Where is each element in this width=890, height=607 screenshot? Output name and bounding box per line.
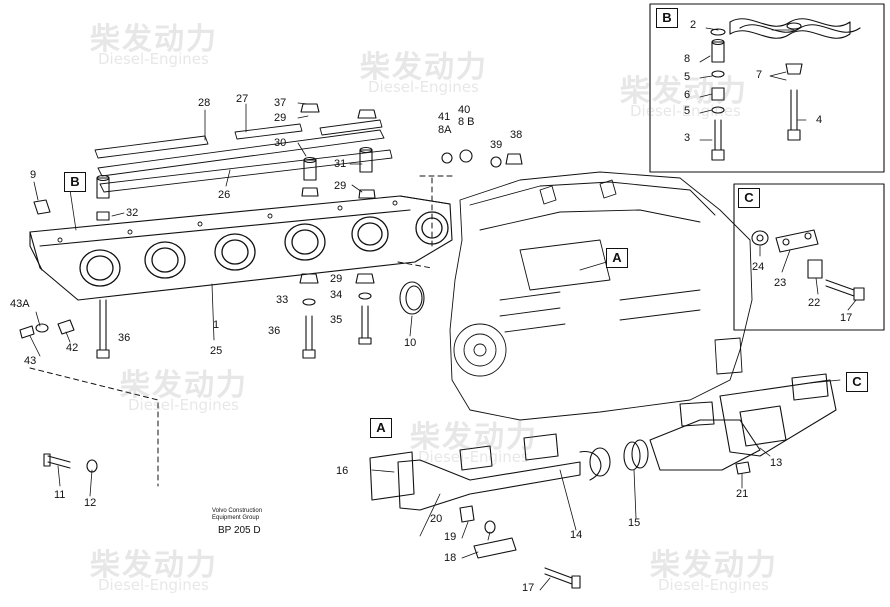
callout-31: 31 xyxy=(334,158,347,170)
callout-35: 35 xyxy=(330,314,343,326)
callout-19: 19 xyxy=(444,531,457,543)
callout-23: 23 xyxy=(774,277,787,289)
callout-42: 42 xyxy=(66,342,79,354)
callout-38: 38 xyxy=(510,129,523,141)
ref-box-c-pipe: C xyxy=(846,372,868,392)
inset-c-frame xyxy=(733,183,885,331)
callout-21: 21 xyxy=(736,488,749,500)
callout-7: 7 xyxy=(756,69,763,81)
callout-29: 29 xyxy=(274,112,287,124)
callout-12: 12 xyxy=(84,497,97,509)
ref-box-b-main: B xyxy=(64,172,86,192)
callout-22: 22 xyxy=(808,297,821,309)
callout-13: 13 xyxy=(770,457,783,469)
caption-line-2: Equipment Group xyxy=(212,514,260,521)
callout-6: 6 xyxy=(684,89,691,101)
callout-10: 10 xyxy=(404,337,417,349)
manifold-gaskets xyxy=(94,119,393,193)
callout-40: 40 xyxy=(458,104,471,116)
callout-1: 1 xyxy=(213,319,220,331)
ref-box-a-pipe: A xyxy=(370,418,392,438)
ref-box-b-inset: B xyxy=(656,8,678,28)
callout-28: 28 xyxy=(198,97,211,109)
leader-lines xyxy=(29,27,857,591)
callout-34: 34 xyxy=(330,289,343,301)
callout-15: 15 xyxy=(628,517,641,529)
callout-41: 41 xyxy=(438,111,451,123)
callout-24: 24 xyxy=(752,261,765,273)
callout-3: 3 xyxy=(684,132,691,144)
inset-c-parts xyxy=(751,229,865,301)
callout-11: 11 xyxy=(54,489,66,501)
manifold-bolts-bottom xyxy=(96,273,375,359)
callout-39: 39 xyxy=(490,139,503,151)
seal-ring-10 xyxy=(399,281,425,315)
callout-17: 17 xyxy=(522,582,535,594)
callout-27: 27 xyxy=(236,93,249,105)
small-nuts-upper xyxy=(441,149,523,168)
publisher-caption: Volvo Construction Equipment Group xyxy=(212,508,262,522)
callout-36: 36 xyxy=(268,325,281,337)
callout-18: 18 xyxy=(444,552,457,564)
callout-8b: 8 B xyxy=(458,116,475,128)
callout-8a: 8A xyxy=(438,124,452,136)
callout-16: 16 xyxy=(336,465,349,477)
caption-line-1: Volvo Construction xyxy=(212,508,263,514)
callout-26: 26 xyxy=(218,189,231,201)
callout-43a: 43A xyxy=(10,298,30,310)
exhaust-pipe-lower xyxy=(369,373,837,589)
ref-box-a-engine: A xyxy=(606,248,628,268)
callout-20: 20 xyxy=(430,513,443,525)
engine-block xyxy=(449,171,753,421)
callout-9: 9 xyxy=(30,169,37,181)
callout-4: 4 xyxy=(816,114,823,126)
callout-8: 8 xyxy=(684,53,691,65)
callout-17: 17 xyxy=(840,312,853,324)
callout-29: 29 xyxy=(334,180,347,192)
ref-box-c-inset: C xyxy=(738,188,760,208)
callout-29: 29 xyxy=(330,273,343,285)
callout-25: 25 xyxy=(210,345,223,357)
callout-5: 5 xyxy=(684,105,691,117)
dashed-reference-lines xyxy=(29,175,453,487)
callout-2: 2 xyxy=(690,19,697,31)
manifold-studs-top xyxy=(96,103,377,221)
callout-14: 14 xyxy=(570,529,583,541)
callout-30: 30 xyxy=(274,137,287,149)
inset-b-parts xyxy=(710,18,861,161)
inset-b-frame xyxy=(649,3,885,173)
callout-43: 43 xyxy=(24,355,37,367)
callout-36: 36 xyxy=(118,332,131,344)
exhaust-manifold-main xyxy=(29,195,453,301)
diagram-code: BP 205 D xyxy=(218,525,261,536)
callout-33: 33 xyxy=(276,294,289,306)
callout-32: 32 xyxy=(126,207,139,219)
callout-5: 5 xyxy=(684,71,691,83)
callout-37: 37 xyxy=(274,97,287,109)
